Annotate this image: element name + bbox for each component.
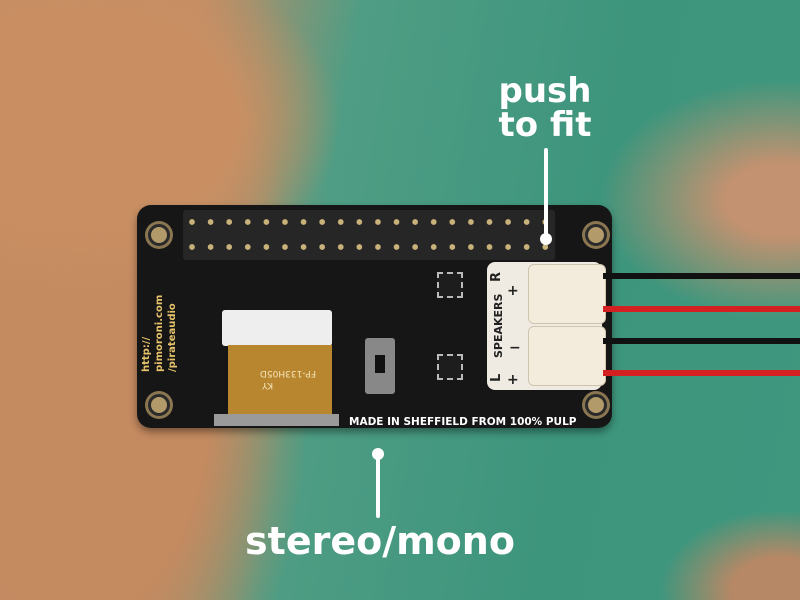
red-wire [603, 370, 800, 376]
plus-label: + [507, 372, 519, 388]
callout-line [544, 148, 548, 238]
mounting-hole [148, 224, 170, 246]
url-line: /pirateaudio [167, 303, 178, 372]
right-channel-label: R [489, 271, 504, 282]
mounting-hole [585, 224, 607, 246]
gpio-header [183, 210, 555, 260]
black-wire [603, 273, 800, 279]
switch-slider [375, 355, 385, 373]
display-ribbon [228, 345, 332, 415]
display-connector [222, 310, 332, 346]
ribbon-text: FP-133H05D [260, 368, 316, 378]
stereo-mono-callout: stereo/mono [245, 519, 515, 563]
left-speaker-connector [528, 326, 606, 386]
display-edge [214, 414, 339, 426]
mounting-hole [585, 394, 607, 416]
red-wire [603, 306, 800, 312]
mounting-hole [148, 394, 170, 416]
plus-label: + [507, 283, 519, 299]
right-speaker-connector [528, 264, 606, 324]
url-line: http:// [141, 336, 152, 372]
tagline-silkscreen: MADE IN SHEFFIELD FROM 100% PULP [349, 416, 577, 428]
url-line: pimoroni.com [154, 294, 165, 372]
callout-line [376, 452, 380, 518]
url-silkscreen: http:// pimoroni.com /pirateaudio [140, 295, 179, 372]
minus-label: − [509, 340, 521, 356]
callout-dot [372, 448, 384, 460]
black-wire [603, 338, 800, 344]
callout-dot [540, 233, 552, 245]
ribbon-text-2: KY [262, 380, 274, 390]
push-to-fit-callout: push to fit [498, 71, 592, 145]
left-channel-label: L [489, 373, 504, 382]
speakers-label: SPEAKERS [492, 293, 505, 358]
amplifier-chip [437, 272, 463, 298]
amplifier-chip [437, 354, 463, 380]
